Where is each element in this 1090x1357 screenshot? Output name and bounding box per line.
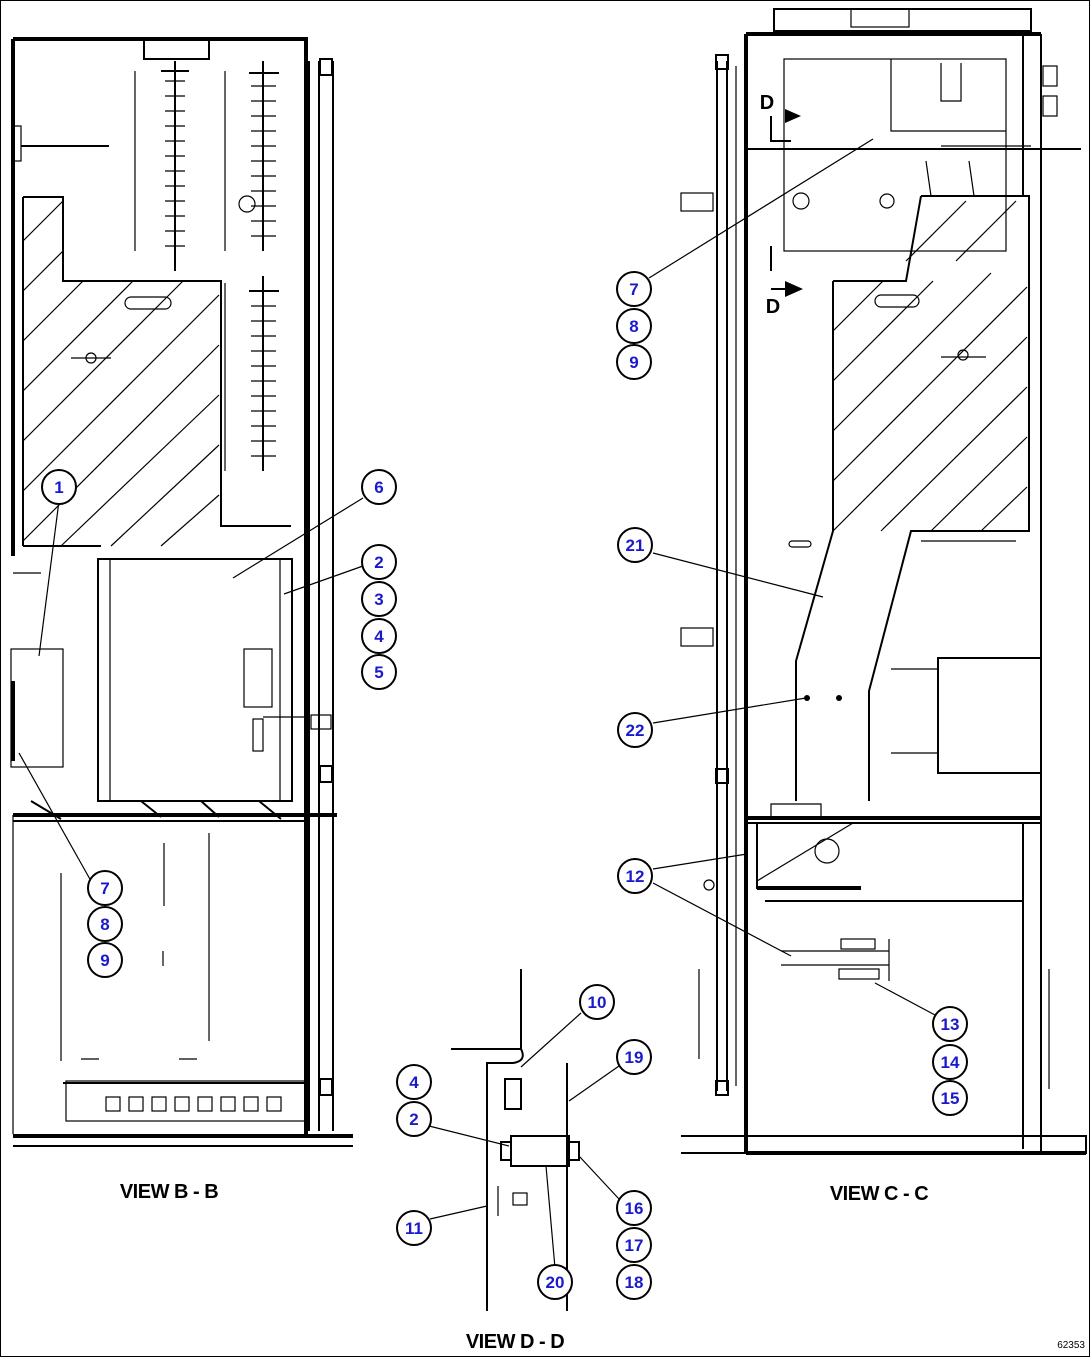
callout: 10 xyxy=(579,984,615,1020)
callout-number: 3 xyxy=(374,590,383,609)
callout-number: 22 xyxy=(626,721,645,740)
callout-number: 5 xyxy=(374,663,383,682)
drawing-code: 62353 xyxy=(1057,1340,1085,1351)
callout-number: 21 xyxy=(626,536,645,555)
callout: 3 xyxy=(361,581,397,617)
callout: 9 xyxy=(616,344,652,380)
callout: 5 xyxy=(361,654,397,690)
callout: 20 xyxy=(537,1264,573,1300)
callout-number: 20 xyxy=(546,1273,565,1292)
callout: 9 xyxy=(87,942,123,978)
callout: 18 xyxy=(616,1264,652,1300)
callouts-view-d: 10 19 4 2 11 16 17 18 20 xyxy=(396,984,652,1300)
callout: 1 xyxy=(41,469,77,505)
callout-number: 17 xyxy=(625,1236,644,1255)
callouts-view-c: 7 8 9 21 22 12 13 14 15 xyxy=(616,271,968,1116)
callout-number: 9 xyxy=(629,353,638,372)
callout-number: 4 xyxy=(409,1073,419,1092)
callout: 15 xyxy=(932,1080,968,1116)
callout-number: 19 xyxy=(625,1048,644,1067)
callouts-view-b: 1 6 2 3 4 5 7 8 9 xyxy=(41,469,397,978)
callout-number: 14 xyxy=(941,1053,960,1072)
callout: 4 xyxy=(361,618,397,654)
callout-number: 15 xyxy=(941,1089,960,1108)
callout-number: 18 xyxy=(625,1273,644,1292)
leader-lines xyxy=(18,138,936,1269)
view-d-caption: VIEW D - D xyxy=(466,1331,564,1353)
callout: 12 xyxy=(617,858,653,894)
callout-number: 7 xyxy=(629,280,638,299)
callout-number: 10 xyxy=(588,993,607,1012)
callout: 7 xyxy=(616,271,652,307)
callout-number: 9 xyxy=(100,951,109,970)
callout-number: 4 xyxy=(374,627,384,646)
callout-number: 6 xyxy=(374,478,383,497)
callout: 22 xyxy=(617,712,653,748)
callout: 13 xyxy=(932,1006,968,1042)
callout-number: 16 xyxy=(625,1199,644,1218)
callout-number: 13 xyxy=(941,1015,960,1034)
callout-number: 7 xyxy=(100,879,109,898)
view-d-drawing xyxy=(451,969,580,1311)
callout: 6 xyxy=(361,469,397,505)
callout: 4 xyxy=(396,1064,432,1100)
callout: 19 xyxy=(616,1039,652,1075)
callout-number: 8 xyxy=(100,915,109,934)
view-c-drawing xyxy=(680,8,1087,1155)
callout: 8 xyxy=(87,906,123,942)
view-b-drawing xyxy=(10,37,353,1147)
callout: 21 xyxy=(617,527,653,563)
callout: 16 xyxy=(616,1190,652,1226)
callout-number: 2 xyxy=(374,553,383,572)
callout: 2 xyxy=(396,1101,432,1137)
callout-number: 1 xyxy=(54,478,63,497)
callout: 11 xyxy=(396,1210,432,1246)
section-mark-d-bottom: D xyxy=(766,296,780,318)
callout: 7 xyxy=(87,870,123,906)
view-c-caption: VIEW C - C xyxy=(830,1183,928,1205)
callout: 17 xyxy=(616,1227,652,1263)
callout-number: 11 xyxy=(405,1219,423,1238)
callout-number: 2 xyxy=(409,1110,418,1129)
section-mark-d-top: D xyxy=(760,92,774,114)
callout: 2 xyxy=(361,544,397,580)
callout-number: 8 xyxy=(629,317,638,336)
callout: 8 xyxy=(616,308,652,344)
callout-number: 12 xyxy=(626,867,645,886)
view-b-caption: VIEW B - B xyxy=(120,1181,218,1203)
callout: 14 xyxy=(932,1044,968,1080)
